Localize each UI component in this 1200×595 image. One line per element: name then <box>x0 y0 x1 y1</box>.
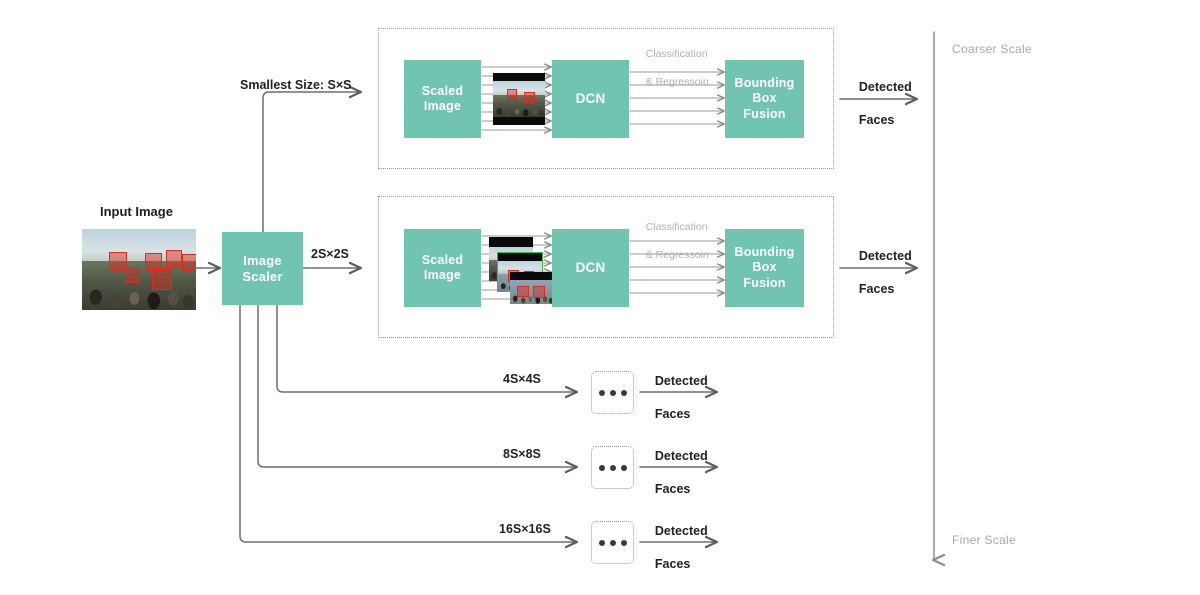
cr-label-line1-s: Classification <box>645 48 708 61</box>
detected-faces-label-16s: Detected Faces <box>641 506 708 589</box>
ellipsis-dot <box>609 389 616 396</box>
detected-faces-line1-8s: Detected <box>654 448 708 463</box>
detected-faces-line2-8s: Faces <box>654 481 691 496</box>
classification-regression-label-s: Classification & Regressoin <box>634 33 709 103</box>
scale-label-s: Smallest Size: S×S <box>240 78 352 92</box>
cr-label-line2-s: & Regressoin <box>645 76 709 89</box>
dcn-block-2s[interactable]: DCN <box>552 229 629 307</box>
ellipsis-dot <box>609 464 616 471</box>
scaled-image-line2-2s: Image <box>423 268 462 282</box>
fusion-line2-2s: Box <box>752 260 777 275</box>
scale-label-8s: 8S×8S <box>503 447 541 461</box>
cr-label-line2-2s: & Regressoin <box>645 249 709 262</box>
ellipsis-dot <box>620 464 627 471</box>
ellipsis-dot <box>598 389 605 396</box>
detected-faces-line2-2s: Faces <box>858 281 895 296</box>
dcn-block-s[interactable]: DCN <box>552 60 629 138</box>
fusion-line1-2s: Bounding <box>734 245 795 260</box>
ellipsis-dot <box>620 539 627 546</box>
fusion-line1-s: Bounding <box>734 76 795 91</box>
detected-faces-line2-s: Faces <box>858 112 895 127</box>
detected-faces-label-2s: Detected Faces <box>845 231 912 314</box>
scaled-thumbnail-2s-c <box>510 272 554 304</box>
detected-faces-line1-16s: Detected <box>654 523 708 538</box>
cr-label-line1-2s: Classification <box>645 221 708 234</box>
detected-faces-label-4s: Detected Faces <box>641 356 708 439</box>
image-scaler-label-line1: Image <box>243 252 282 268</box>
ellipsis-dot <box>620 389 627 396</box>
dcn-label-2s: DCN <box>575 259 606 275</box>
detected-faces-line2-4s: Faces <box>654 406 691 421</box>
pipeline-container-s <box>378 28 834 169</box>
collapsed-pipeline-16s[interactable] <box>591 521 634 564</box>
coarser-scale-label: Coarser Scale <box>952 42 1032 56</box>
scaled-image-block-s[interactable]: Scaled Image <box>404 60 481 138</box>
scaled-image-line1-s: Scaled <box>421 83 464 98</box>
classification-regression-label-2s: Classification & Regressoin <box>634 206 709 276</box>
input-image-thumbnail <box>82 229 196 310</box>
collapsed-pipeline-4s[interactable] <box>591 371 634 414</box>
scaled-image-line1-2s: Scaled <box>421 252 464 267</box>
bounding-box-fusion-block-s[interactable]: Bounding Box Fusion <box>725 60 804 138</box>
scale-label-4s: 4S×4S <box>503 372 541 386</box>
detected-faces-line2-16s: Faces <box>654 556 691 571</box>
finer-scale-label: Finer Scale <box>952 533 1016 547</box>
fusion-line3-s: Fusion <box>743 106 786 121</box>
pipeline-container-2s <box>378 196 834 338</box>
input-image-title: Input Image <box>100 204 173 219</box>
dcn-label-s: DCN <box>575 90 606 106</box>
ellipsis-dot <box>609 539 616 546</box>
image-scaler-block[interactable]: Image Scaler <box>222 232 303 305</box>
scaled-image-line2-s: Image <box>423 99 462 113</box>
collapsed-pipeline-8s[interactable] <box>591 446 634 489</box>
ellipsis-dot <box>598 464 605 471</box>
image-scaler-label-line2: Scaler <box>242 268 283 284</box>
scaled-thumbnail-s <box>493 73 545 125</box>
fusion-line2-s: Box <box>752 91 777 106</box>
scale-label-2s: 2S×2S <box>311 247 349 261</box>
bounding-box-fusion-block-2s[interactable]: Bounding Box Fusion <box>725 229 804 307</box>
detected-faces-line1-4s: Detected <box>654 373 708 388</box>
scale-label-16s: 16S×16S <box>499 522 551 536</box>
detected-faces-line1-s: Detected <box>858 79 912 94</box>
scaled-image-block-2s[interactable]: Scaled Image <box>404 229 481 307</box>
detected-faces-label-8s: Detected Faces <box>641 431 708 514</box>
detected-faces-label-s: Detected Faces <box>845 62 912 145</box>
detected-faces-line1-2s: Detected <box>858 248 912 263</box>
ellipsis-dot <box>598 539 605 546</box>
fusion-line3-2s: Fusion <box>743 275 786 290</box>
